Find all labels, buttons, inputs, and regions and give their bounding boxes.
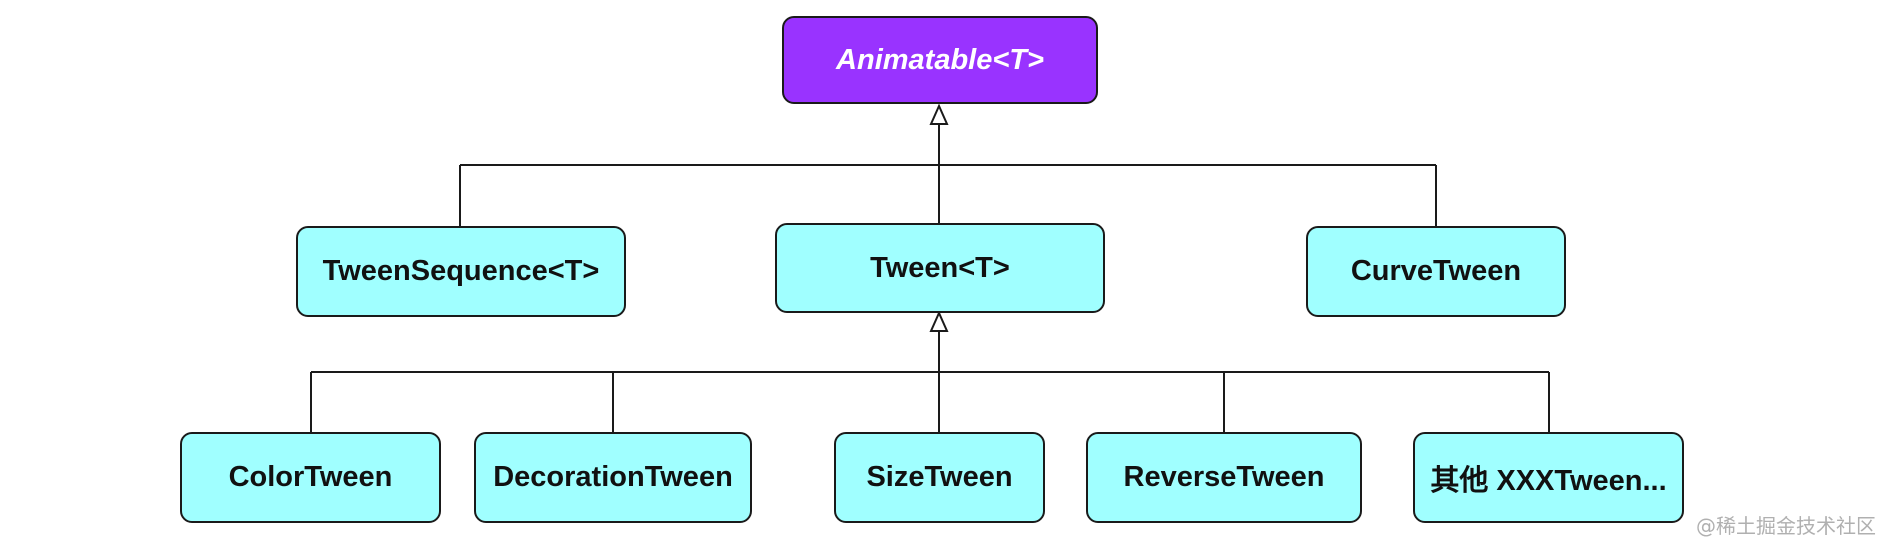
node-size-tween: SizeTween: [834, 432, 1045, 523]
inheritance-arrow-tween: [929, 310, 949, 332]
node-tween: Tween<T>: [775, 223, 1105, 313]
node-reverse-tween: ReverseTween: [1086, 432, 1362, 523]
node-animatable: Animatable<T>: [782, 16, 1098, 104]
node-curve-tween: CurveTween: [1306, 226, 1566, 317]
node-decoration-tween: DecorationTween: [474, 432, 752, 523]
watermark: @稀土掘金技术社区: [1696, 514, 1876, 538]
inheritance-arrow-animatable: [929, 103, 949, 125]
node-other-tween: 其他 XXXTween...: [1413, 432, 1684, 523]
node-color-tween: ColorTween: [180, 432, 441, 523]
node-tween-sequence: TweenSequence<T>: [296, 226, 626, 317]
